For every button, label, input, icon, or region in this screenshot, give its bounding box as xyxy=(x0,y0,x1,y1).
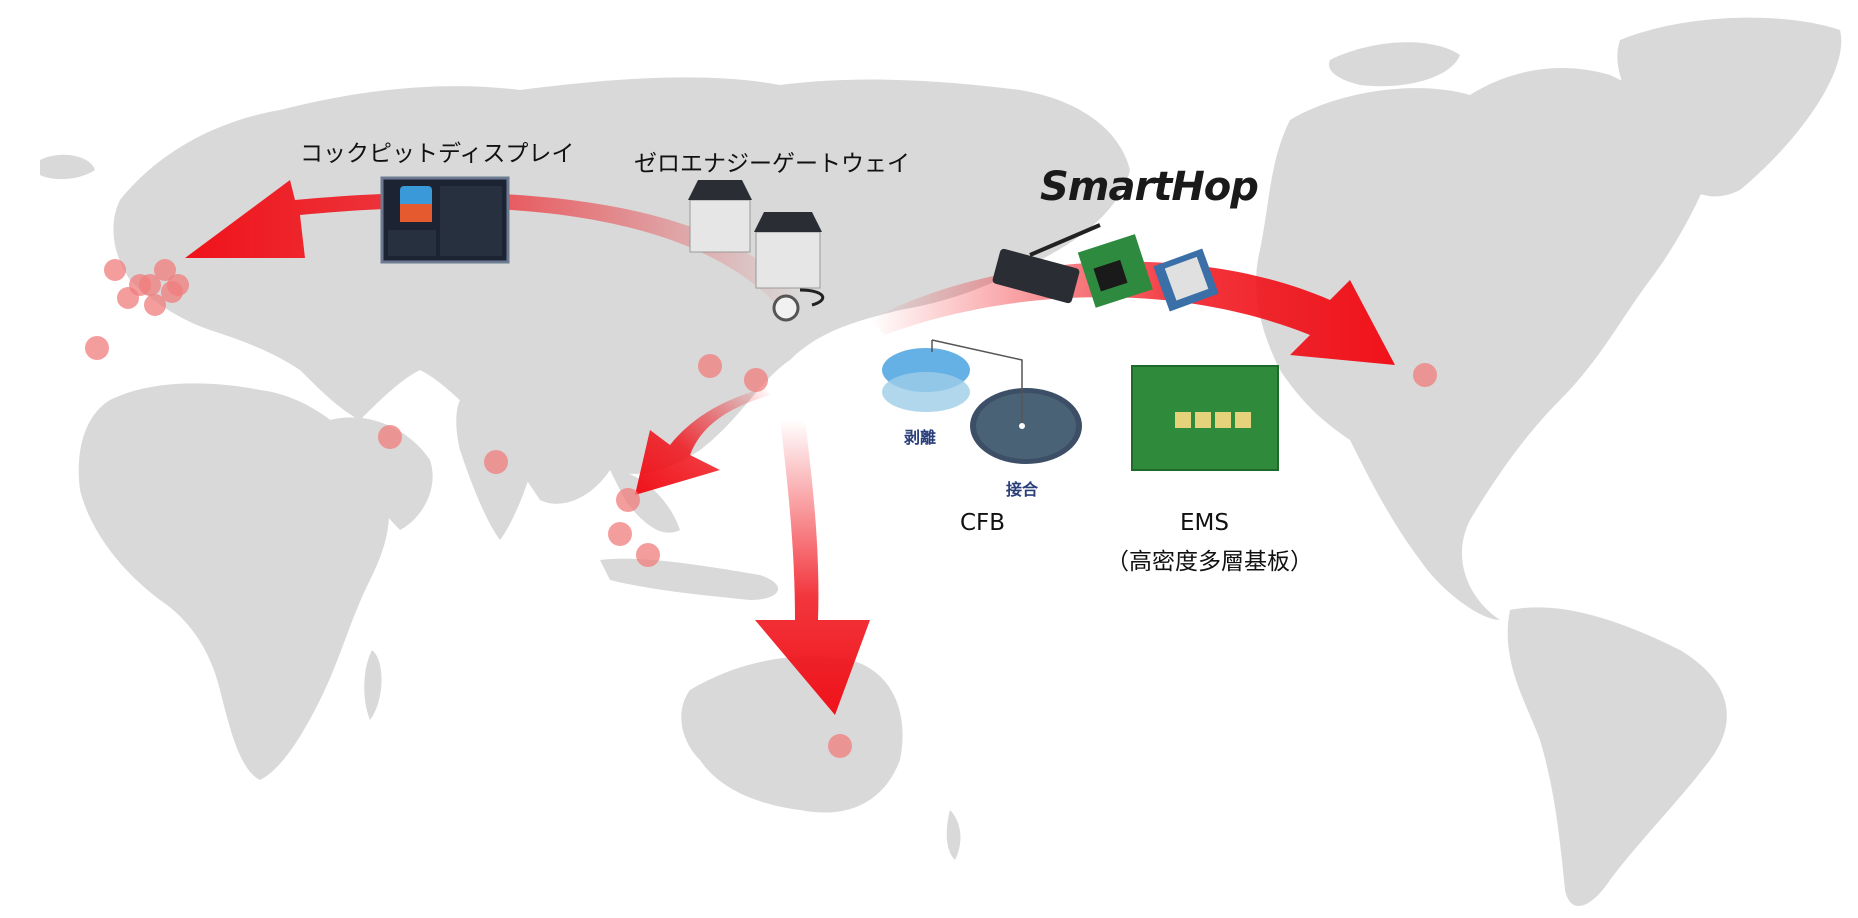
landmass-eurasia xyxy=(113,77,1130,504)
label-zero-energy-gateway: ゼロエナジーゲートウェイ xyxy=(634,151,910,177)
location-dot xyxy=(154,259,176,281)
smarthop-modules-image xyxy=(992,223,1219,312)
location-dot xyxy=(484,450,508,474)
ems-board-image xyxy=(1131,365,1279,471)
location-dot xyxy=(104,259,126,281)
landmass-madagascar xyxy=(364,650,382,720)
cockpit-display-image xyxy=(380,176,510,264)
location-dot xyxy=(1413,363,1437,387)
landmass-north-america xyxy=(1256,67,1720,621)
location-dot xyxy=(129,274,151,296)
landmass-new-zealand xyxy=(946,810,961,860)
label-cfb-peel: 剥離 xyxy=(904,428,937,447)
label-ems: EMS xyxy=(1180,510,1229,536)
arrow-to-europe xyxy=(185,180,800,320)
label-cockpit-display: コックピットディスプレイ xyxy=(300,141,575,167)
landmass-arctic-islands xyxy=(1329,42,1460,87)
landmass-africa xyxy=(78,383,389,780)
arrow-to-australia xyxy=(755,420,870,715)
landmass-australia xyxy=(681,656,903,813)
arrow-to-southeast-asia xyxy=(635,388,770,495)
location-dot xyxy=(828,734,852,758)
location-dot xyxy=(744,368,768,392)
label-cfb-join: 接合 xyxy=(1006,480,1039,499)
location-dot xyxy=(698,354,722,378)
landmass-greenland xyxy=(1617,17,1842,197)
gateway-device-image xyxy=(688,180,825,322)
location-dot xyxy=(144,294,166,316)
landmass-scandinavia xyxy=(198,119,290,200)
label-cfb: CFB xyxy=(960,510,1006,536)
landmass-iceland xyxy=(40,154,95,180)
export-arrows xyxy=(185,180,1395,715)
landmass-arabia xyxy=(328,417,433,530)
smarthop-logo: SmartHop xyxy=(1040,164,1259,210)
cfb-wafer-image xyxy=(882,339,1082,464)
location-dot xyxy=(636,543,660,567)
land-masses xyxy=(40,17,1842,907)
location-dots xyxy=(85,259,1437,758)
location-dot xyxy=(161,281,183,303)
location-dot xyxy=(608,522,632,546)
label-ems-subtitle: （高密度多層基板） xyxy=(1106,549,1313,575)
location-dot xyxy=(85,336,109,360)
location-dot xyxy=(378,425,402,449)
arrow-to-north-america xyxy=(870,261,1395,365)
landmass-southeast-asia xyxy=(600,470,779,600)
location-dot xyxy=(616,488,640,512)
landmass-south-america xyxy=(1507,607,1727,907)
